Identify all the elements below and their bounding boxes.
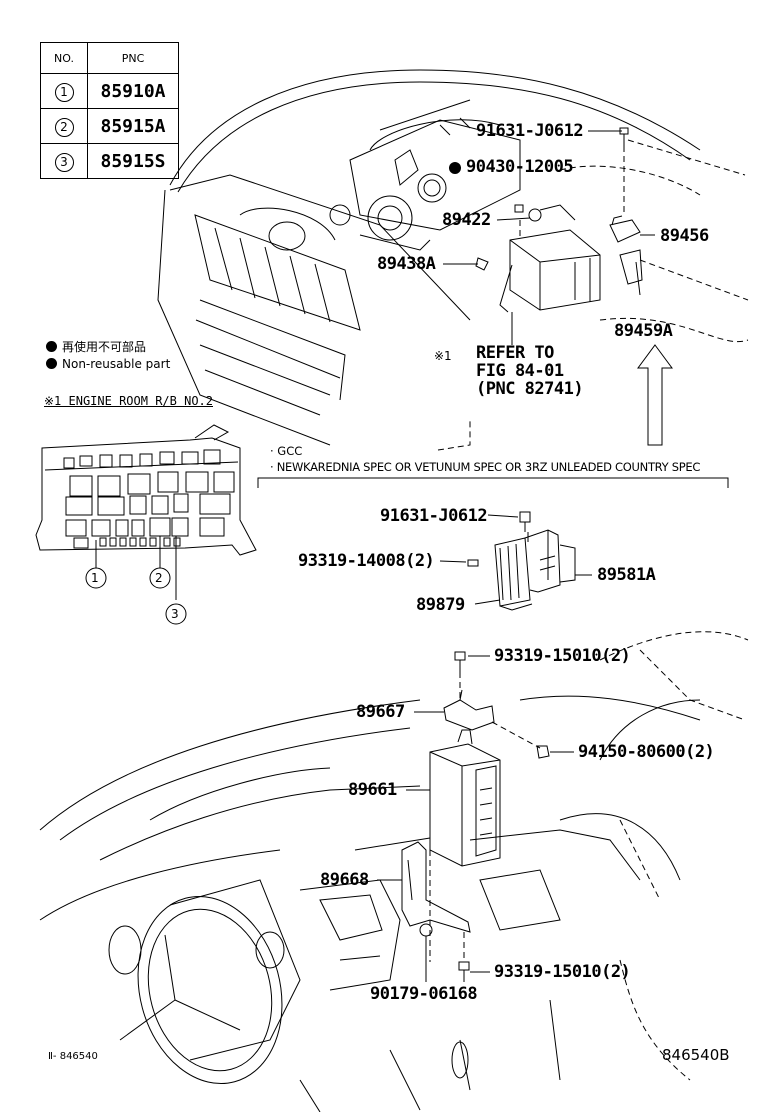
part-label-93319-15010-bottom: 93319-15010(2) — [494, 962, 631, 982]
non-reusable-dot — [449, 162, 461, 174]
part-label-89438a: 89438A — [377, 254, 436, 274]
engine-room-caption: ※1 ENGINE ROOM R/B NO.2 — [44, 394, 213, 408]
part-label-93319-14008: 93319-14008(2) — [298, 551, 435, 571]
part-label-89459a: 89459A — [614, 321, 673, 341]
callout-2: 2 — [155, 571, 163, 585]
row-pnc: 85915S — [87, 143, 179, 179]
part-label-90430-12005: 90430-12005 — [466, 157, 574, 177]
row-number: 2 — [54, 117, 74, 137]
pnc-table: NO. PNC 1 85910A 2 85915A 3 85915S — [40, 42, 179, 179]
spec-divider — [257, 477, 729, 488]
table-header-pnc: PNC — [87, 42, 179, 74]
part-label-89667: 89667 — [356, 702, 405, 722]
part-label-94150-80600: 94150-80600(2) — [578, 742, 715, 762]
part-label-91631-j0612-top: 91631-J0612 — [476, 121, 584, 141]
row-number: 3 — [54, 152, 74, 172]
table-row: 3 85915S — [40, 143, 179, 179]
relay-box-shape — [509, 229, 601, 311]
relay-block-illustration — [35, 424, 257, 625]
part-label-93319-15010-top: 93319-15010(2) — [494, 646, 631, 666]
part-label-89422: 89422 — [442, 210, 491, 230]
spec-line-2: · NEWKAREDNIA SPEC OR VETUNUM SPEC OR 3R… — [270, 460, 701, 474]
vehicle-front-illustration — [157, 69, 749, 451]
part-label-89456: 89456 — [660, 226, 709, 246]
bullet-icon — [46, 358, 57, 369]
sensor-89456-shape — [609, 219, 641, 243]
refer-line-2: FIG 84-01 — [476, 361, 564, 381]
bullet-icon — [46, 341, 57, 352]
table-header-no: NO. — [40, 42, 88, 74]
callout-3: 3 — [171, 607, 179, 621]
refer-line-3: (PNC 82741) — [476, 379, 584, 399]
refer-line-1: REFER TO — [476, 343, 554, 363]
ecu-89661-shape — [429, 743, 501, 867]
part-label-91631-j0612-mid: 91631-J0612 — [380, 506, 488, 526]
row-number: 1 — [54, 82, 74, 102]
legend-item-en: Non-reusable part — [46, 357, 170, 371]
row-pnc: 85915A — [87, 108, 179, 144]
part-label-89668: 89668 — [320, 870, 369, 890]
legend-item-jp: 再使用不可部品 — [46, 338, 146, 355]
footer-right-code: 846540B — [662, 1046, 730, 1064]
table-row: 1 85910A — [40, 73, 179, 109]
spec-line-1: · GCC — [270, 444, 303, 458]
callout-1: 1 — [91, 571, 99, 585]
row-pnc: 85910A — [87, 73, 179, 109]
module-89581a-illustration — [439, 511, 592, 611]
part-label-89661: 89661 — [348, 780, 397, 800]
part-label-89879: 89879 — [416, 595, 465, 615]
footer-left-code: Ⅱ- 846540 — [48, 1051, 98, 1062]
instrument-panel-illustration — [39, 631, 749, 1112]
part-label-89581a: 89581A — [597, 565, 656, 585]
direction-arrow — [637, 344, 673, 446]
table-row: 2 85915A — [40, 108, 179, 144]
part-label-90179-06168: 90179-06168 — [370, 984, 478, 1004]
note-mark: ※1 — [434, 349, 452, 363]
